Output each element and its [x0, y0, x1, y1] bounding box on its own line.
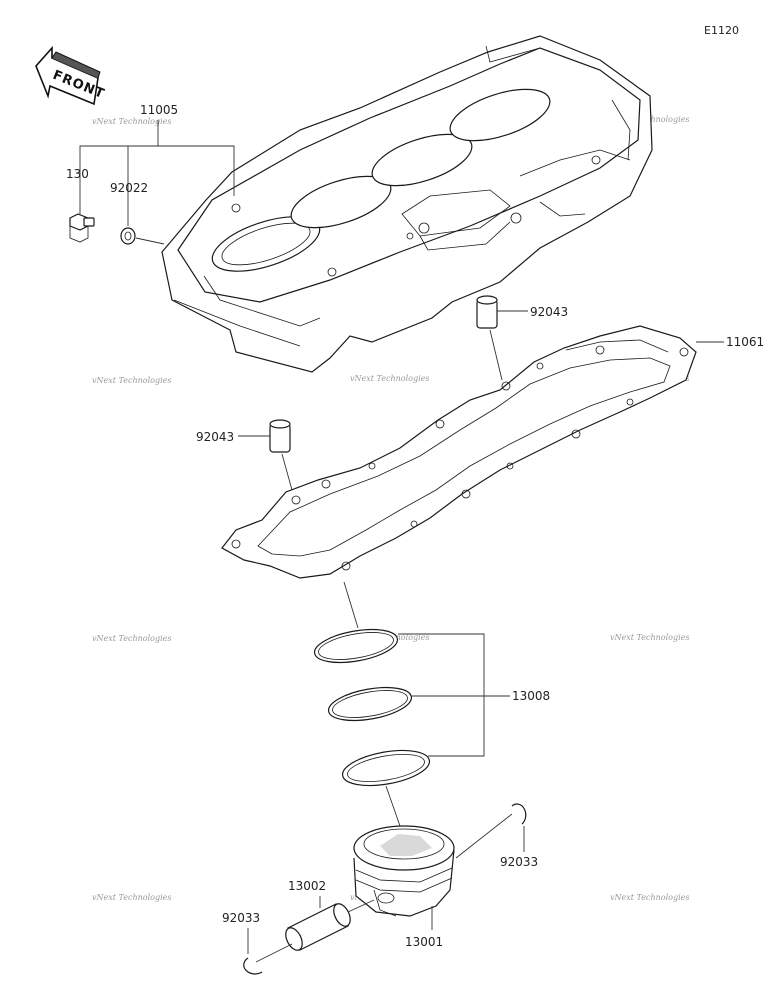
part-label-washer: 92022 [110, 181, 148, 195]
bolt-part [69, 213, 95, 243]
diagram-code: E1120 [704, 24, 739, 37]
watermark: vNext Technologies [610, 893, 689, 902]
piston [353, 825, 455, 917]
part-label-circlip-left: 92033 [222, 911, 260, 925]
circlip-right [511, 803, 527, 825]
part-label-piston: 13001 [405, 935, 443, 949]
front-arrow-icon: FRONT [35, 45, 107, 106]
watermark: vNext Technologies [92, 376, 171, 385]
watermark: vNext Technologies [92, 893, 171, 902]
part-label-dowel-top: 92043 [530, 305, 568, 319]
piston-ring-set [313, 628, 431, 787]
dowel-pin-left [269, 419, 291, 453]
watermark: vNext Technologies [92, 117, 171, 126]
dowel-pin-top [476, 295, 498, 329]
part-label-ring-set: 13008 [512, 689, 550, 703]
piston-pin [285, 903, 351, 951]
circlip-left [243, 957, 263, 975]
part-label-bolt: 130 [66, 167, 89, 181]
cylinder-block [161, 35, 653, 373]
head-gasket [221, 325, 697, 579]
washer-part [120, 227, 136, 245]
part-label-gasket: 11061 [726, 335, 764, 349]
part-label-circlip-right: 92033 [500, 855, 538, 869]
part-label-cylinder: 11005 [140, 103, 178, 117]
part-label-piston-pin: 13002 [288, 879, 326, 893]
watermark: vNext Technologies [350, 374, 429, 383]
watermark: vNext Technologies [92, 634, 171, 643]
watermark: vNext Technologies [610, 633, 689, 642]
part-label-dowel-left: 92043 [196, 430, 234, 444]
